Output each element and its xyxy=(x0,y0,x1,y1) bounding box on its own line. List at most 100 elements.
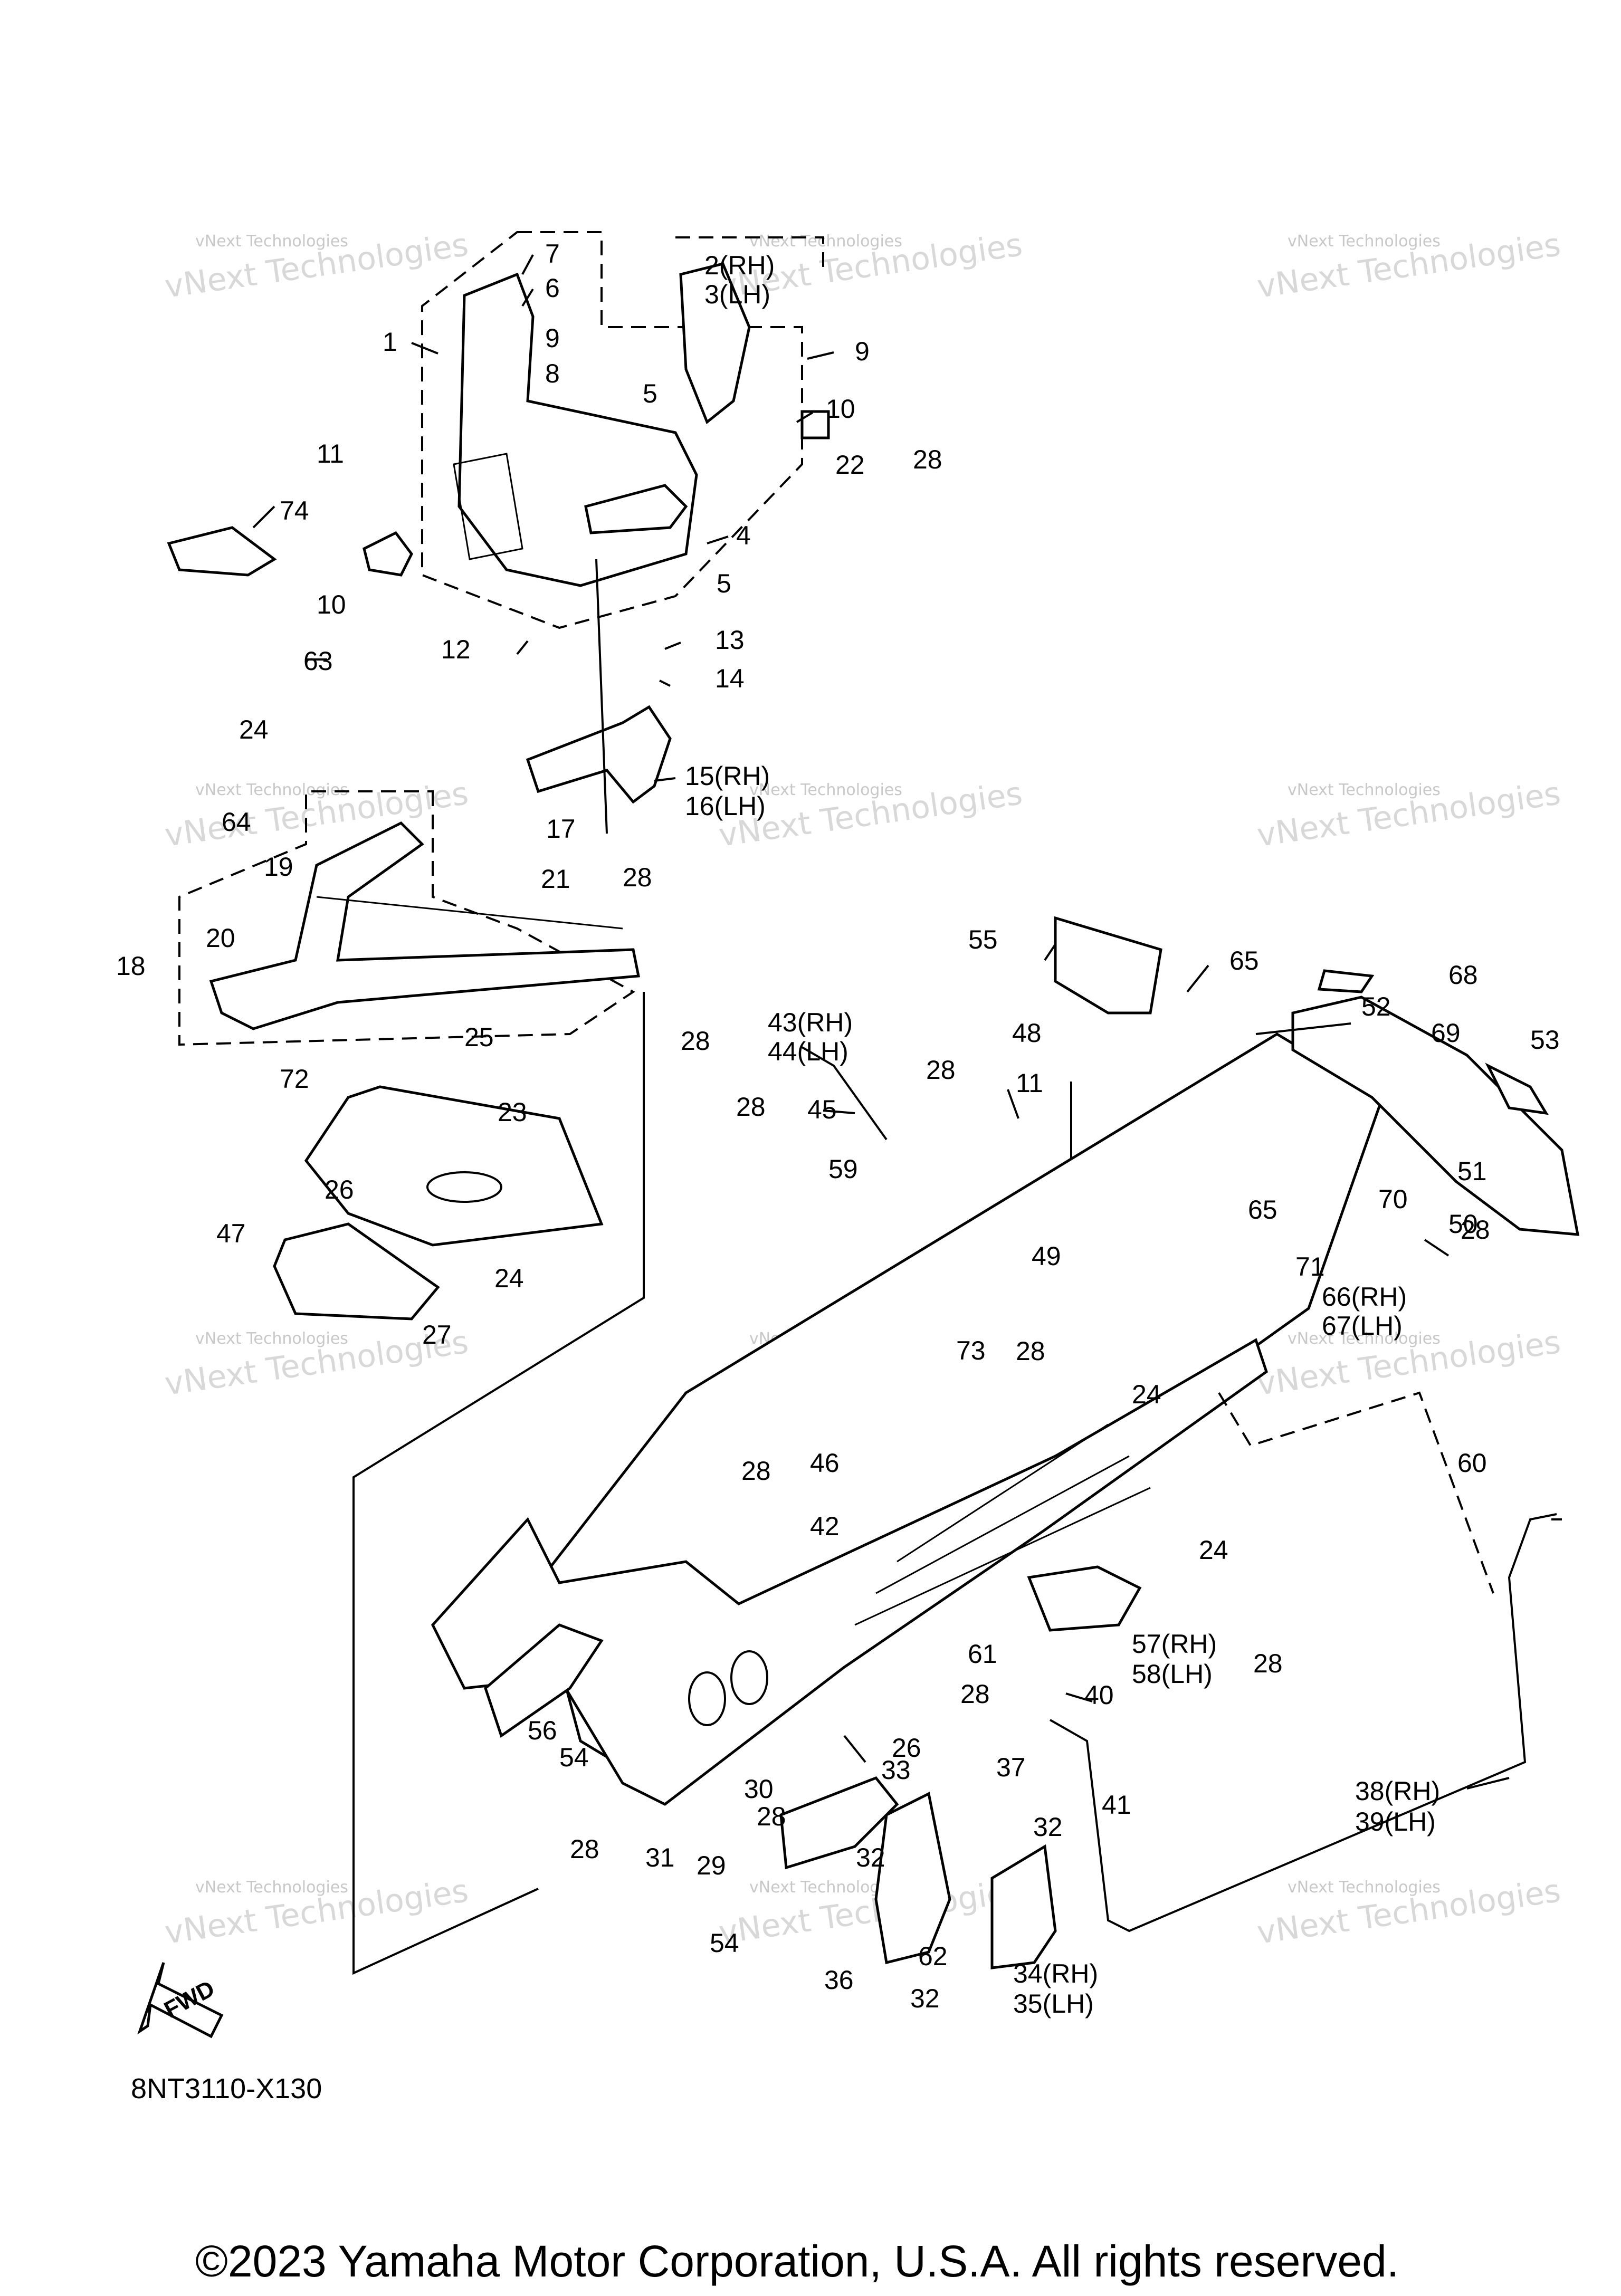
callout-label: 28 xyxy=(736,1092,766,1122)
callout-label: 40 xyxy=(1084,1680,1114,1710)
callout-label: 55 xyxy=(968,925,998,954)
callout-label: 16(LH) xyxy=(685,791,766,821)
diagram-code: 8NT3110-X130 xyxy=(131,2073,322,2104)
callout-label: 11 xyxy=(317,439,344,468)
callout-label: 72 xyxy=(280,1064,309,1094)
skid-plate-group xyxy=(273,1085,604,1321)
callout-label: 45 xyxy=(807,1095,837,1124)
callout-label: 11 xyxy=(1016,1068,1043,1098)
callout-label: 28 xyxy=(681,1026,710,1056)
callout-label: 13 xyxy=(715,625,745,655)
callout-label: 32 xyxy=(856,1843,885,1872)
callout-label: 65 xyxy=(1229,946,1259,975)
callout-label: 28 xyxy=(1461,1215,1490,1245)
callout-label: 37 xyxy=(996,1753,1026,1782)
callout-label: 32 xyxy=(910,1984,940,2013)
callout-label: 8 xyxy=(545,359,560,388)
callout-label: 59 xyxy=(828,1154,858,1184)
callout-label: 15(RH) xyxy=(685,761,770,791)
callout-label: 9 xyxy=(855,337,870,366)
callout-label: 28 xyxy=(570,1834,599,1864)
callout-label: 51 xyxy=(1457,1156,1487,1186)
callout-label: 49 xyxy=(1032,1241,1061,1271)
tunnel-group xyxy=(352,992,1385,1975)
callout-label: 28 xyxy=(926,1055,956,1085)
callout-label: 66(RH) xyxy=(1322,1282,1407,1312)
callout-label: 5 xyxy=(643,379,657,408)
callout-label: 47 xyxy=(216,1219,246,1248)
callout-label: 23 xyxy=(498,1097,527,1127)
callout-label: 7 xyxy=(545,239,560,269)
callout-label: 62 xyxy=(918,1941,948,1971)
callout-label: 38(RH) xyxy=(1355,1776,1440,1806)
callout-label: 4 xyxy=(736,521,751,550)
callout-label: 10 xyxy=(317,590,346,619)
running-board-group xyxy=(779,1391,1557,1969)
callout-label: 53 xyxy=(1530,1025,1560,1055)
callout-label: 74 xyxy=(280,496,309,525)
callout-label: 64 xyxy=(222,807,251,837)
callout-label: 28 xyxy=(741,1456,771,1486)
callout-label: 35(LH) xyxy=(1013,1989,1094,2018)
callout-label: 61 xyxy=(968,1639,997,1669)
callout-label: 12 xyxy=(441,635,471,664)
callout-label: 52 xyxy=(1361,992,1391,1021)
callout-label: 48 xyxy=(1012,1018,1042,1048)
leader-lines xyxy=(252,254,1562,1790)
callout-label: 56 xyxy=(528,1716,557,1745)
callout-label: 24 xyxy=(239,715,269,744)
callout-label: 60 xyxy=(1457,1448,1487,1478)
callout-label: 50 xyxy=(1448,1209,1478,1239)
callout-label: 42 xyxy=(810,1511,840,1541)
front-frame-group xyxy=(178,790,640,1046)
callout-label: 28 xyxy=(1253,1649,1283,1678)
callout-label: 28 xyxy=(913,445,942,474)
pivot-bracket-group xyxy=(526,559,672,834)
callout-label: 31 xyxy=(645,1843,675,1872)
callout-label: 27 xyxy=(422,1320,452,1350)
callout-label: 20 xyxy=(206,923,235,953)
callout-labels: 1 2(RH) 3(LH) 4 5 5 6 7 8 9 9 10 10 11 1… xyxy=(116,239,1560,2018)
callout-label: 24 xyxy=(1199,1535,1228,1565)
callout-label: 9 xyxy=(545,323,560,353)
callout-label: 5 xyxy=(717,569,731,598)
rear-cover-group xyxy=(1054,916,1580,1236)
callout-label: 30 xyxy=(744,1774,774,1804)
callout-label: 28 xyxy=(960,1679,990,1709)
callout-label: 10 xyxy=(826,394,855,424)
front-upper-frame-group xyxy=(167,231,830,629)
callout-label: 73 xyxy=(956,1336,986,1365)
callout-label: 54 xyxy=(710,1928,739,1958)
fwd-arrow-icon: FWD xyxy=(137,1962,224,2039)
callout-label: 14 xyxy=(715,664,745,693)
callout-label: 25 xyxy=(464,1022,494,1052)
callout-label: 46 xyxy=(810,1448,840,1478)
callout-label: 26 xyxy=(892,1733,921,1763)
callout-label: 39(LH) xyxy=(1355,1807,1436,1836)
callout-label: 28 xyxy=(623,863,652,892)
callout-label: 32 xyxy=(1033,1812,1063,1842)
callout-label: 58(LH) xyxy=(1132,1659,1213,1689)
callout-label: 67(LH) xyxy=(1322,1311,1403,1341)
callout-label: 43(RH) xyxy=(768,1008,853,1037)
callout-label: 1 xyxy=(383,327,397,357)
callout-label: 3(LH) xyxy=(704,280,770,309)
callout-label: 18 xyxy=(116,951,146,981)
callout-label: 29 xyxy=(697,1851,726,1880)
callout-label: 28 xyxy=(1016,1336,1045,1366)
callout-label: 65 xyxy=(1248,1195,1277,1224)
callout-label: 34(RH) xyxy=(1013,1959,1098,1988)
callout-label: 21 xyxy=(541,864,570,894)
